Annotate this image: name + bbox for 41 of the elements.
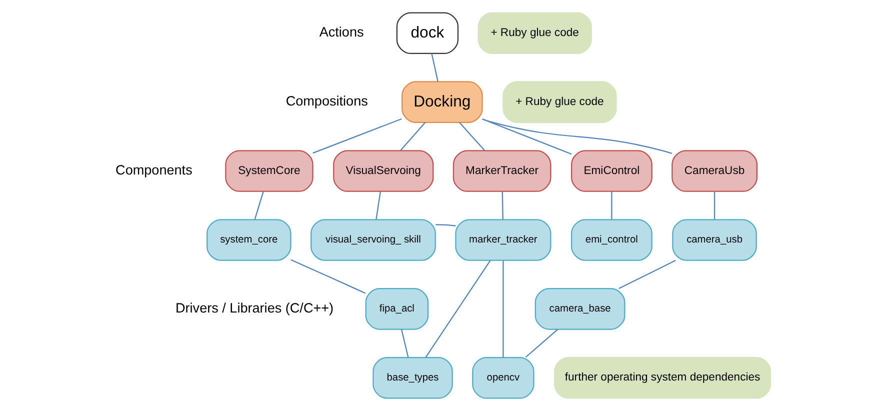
connector [618, 260, 676, 290]
node-box: fipa_acl [364, 288, 428, 330]
node-box: dock [396, 12, 458, 54]
connector [312, 118, 402, 154]
node-box: marker_tracker [454, 219, 551, 261]
node-box: SystemCore [224, 150, 313, 192]
connector [713, 191, 715, 220]
connector [501, 191, 503, 220]
connector [430, 53, 438, 82]
node-box: visual_servoing_ skill [310, 219, 436, 261]
label: Compositions [285, 94, 368, 109]
connector [400, 329, 408, 358]
node-box: Docking [400, 81, 482, 123]
label: Drivers / Libraries (C/C++) [174, 300, 334, 316]
connector [458, 122, 484, 151]
connector [482, 118, 572, 155]
node-box: further operating system dependencies [554, 356, 771, 399]
connector [435, 224, 456, 226]
connector [290, 259, 366, 294]
connector [482, 118, 672, 154]
label: Actions [318, 24, 364, 40]
node-box: base_types [372, 356, 452, 399]
node-box: emi_control [570, 219, 652, 261]
label: Components [115, 162, 192, 178]
connector [254, 191, 264, 220]
node-box: VisualServoing [332, 150, 434, 192]
node-box: MarkerTracker [452, 150, 551, 192]
node-box: EmiControl [570, 150, 652, 192]
node-box: camera_usb [672, 219, 756, 261]
node-box: camera_base [534, 288, 625, 330]
node-box: system_core [206, 219, 291, 261]
node-box: CameraUsb [671, 150, 757, 192]
connector [524, 328, 558, 358]
connector [400, 122, 426, 151]
connector [375, 191, 380, 220]
connector [424, 260, 490, 358]
node-box: + Ruby glue code [502, 81, 616, 123]
connector [610, 191, 612, 220]
node-box: + Ruby glue code [477, 12, 592, 54]
node-box: opencv [472, 356, 534, 399]
connector [502, 260, 504, 358]
